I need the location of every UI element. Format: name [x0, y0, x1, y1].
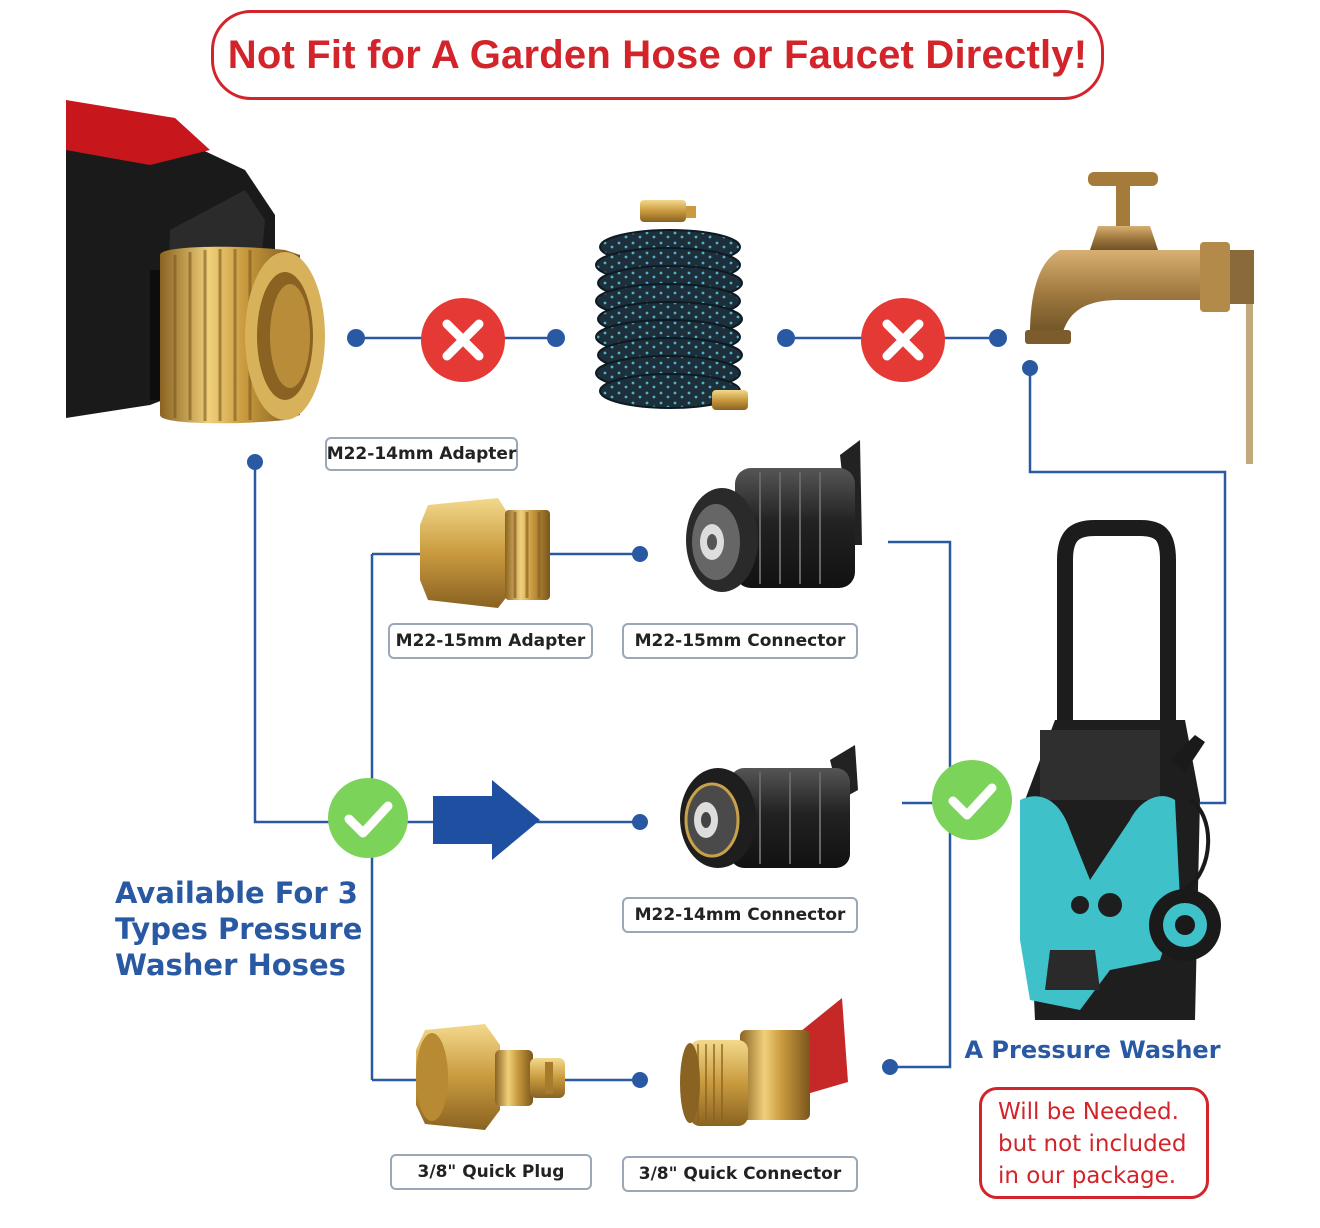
available-line-1: Available For 3	[115, 876, 358, 910]
garden-hose-image	[595, 200, 748, 410]
available-line-3: Washer Hoses	[115, 948, 346, 982]
note-line-3: in our package.	[998, 1163, 1177, 1189]
m22-15mm-connector-image	[686, 440, 862, 592]
check-icon	[932, 760, 1012, 840]
spray-gun-inlet-image	[66, 100, 325, 424]
arrow-right-icon	[433, 780, 540, 860]
check-icon	[328, 778, 408, 858]
warning-banner: Not Fit for A Garden Hose or Faucet Dire…	[211, 10, 1104, 100]
quick-connector-image	[680, 998, 848, 1126]
label-quick-plug: 3/8" Quick Plug	[390, 1154, 592, 1190]
m22-14mm-connector-image	[680, 745, 858, 868]
note-line-2: but not included	[998, 1131, 1187, 1157]
m22-15mm-adapter-image	[420, 498, 550, 608]
note-line-1: Will be Needed.	[998, 1099, 1179, 1125]
available-line-2: Types Pressure	[115, 912, 363, 946]
warning-banner-text: Not Fit for A Garden Hose or Faucet Dire…	[227, 32, 1088, 77]
label-m22-15mm-adapter: M22-15mm Adapter	[388, 623, 593, 659]
label-quick-connector: 3/8" Quick Connector	[622, 1156, 858, 1192]
label-m22-15mm-connector: M22-15mm Connector	[622, 623, 858, 659]
pressure-washer-image	[1020, 520, 1221, 1020]
label-m22-14mm-adapter: M22-14mm Adapter	[325, 437, 518, 471]
quick-plug-image	[416, 1024, 565, 1130]
error-x-icon	[421, 298, 505, 382]
label-m22-14mm-connector: M22-14mm Connector	[622, 897, 858, 933]
available-types-text: Available For 3 Types Pressure Washer Ho…	[115, 875, 365, 983]
pressure-washer-title: A Pressure Washer	[964, 1036, 1221, 1064]
error-x-icon	[861, 298, 945, 382]
not-included-note: Will be Needed. but not included in our …	[979, 1087, 1209, 1199]
connector-dots	[247, 329, 1038, 1088]
faucet-image	[1025, 172, 1254, 464]
